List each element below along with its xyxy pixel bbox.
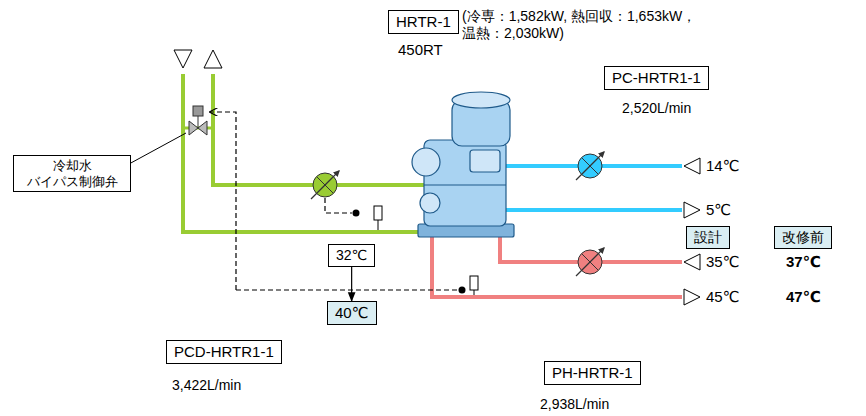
bypass-valve-part bbox=[193, 106, 203, 116]
column-header-box: 改修前 bbox=[774, 226, 832, 249]
chiller-unit-part bbox=[452, 92, 510, 108]
chilled-water-pipe-part bbox=[505, 208, 682, 212]
temperature-box: 40℃ bbox=[327, 301, 377, 325]
chiller-unit bbox=[412, 92, 514, 237]
callout-box: 冷却水 バイパス制御弁 bbox=[13, 155, 131, 192]
node-text: 冷却水 バイパス制御弁 bbox=[21, 158, 123, 189]
temperature-sensor-part bbox=[474, 290, 475, 295]
node-text: PH-HRTR-1 bbox=[552, 364, 633, 382]
temperature-label: 37℃ bbox=[786, 253, 821, 271]
temperature-sensor-part bbox=[470, 276, 478, 290]
condenser-pipe-part bbox=[183, 74, 426, 232]
condenser-pump-part bbox=[311, 171, 339, 199]
bypass-valve-part bbox=[198, 116, 199, 128]
node-text: 設計 bbox=[694, 229, 722, 246]
temperature-label: 47℃ bbox=[786, 288, 821, 306]
chiller-unit-part bbox=[424, 184, 506, 185]
hot-water-pump-part bbox=[576, 248, 604, 276]
signal-arrow bbox=[351, 267, 352, 301]
pump-name-box: PCD-HRTR1-1 bbox=[166, 340, 282, 364]
temperature-sensor-part bbox=[378, 220, 379, 230]
capacity-note: (冷専：1,582kW, 熱回収：1,653kW，温熱：2,030kW) bbox=[462, 8, 702, 42]
pipe-end-triangle-part bbox=[204, 50, 222, 68]
flow-rate: 3,422L/min bbox=[172, 377, 241, 394]
capacity-label: 450RT bbox=[398, 41, 443, 59]
control-signal-line-part bbox=[325, 198, 352, 213]
node-text: 改修前 bbox=[782, 229, 824, 246]
pipe-end-triangle-part bbox=[684, 289, 700, 305]
condenser-pipe-part bbox=[213, 74, 426, 185]
node-text: 40℃ bbox=[335, 304, 369, 322]
pipe-end-triangle-part bbox=[684, 254, 700, 270]
control-signal-line bbox=[210, 112, 458, 290]
bypass-valve bbox=[189, 106, 207, 135]
node-text: PC-HRTR1-1 bbox=[612, 69, 701, 87]
pump-name-box: PH-HRTR-1 bbox=[544, 361, 641, 385]
hot-water-pipe-part bbox=[432, 236, 682, 297]
hot-water-pipe bbox=[432, 236, 682, 297]
hot-water-pump bbox=[576, 248, 604, 276]
temperature-sensor-part bbox=[374, 206, 382, 220]
condenser-pipe bbox=[183, 74, 426, 232]
chiller-unit-part bbox=[412, 148, 440, 176]
chiller-unit-part bbox=[420, 193, 440, 213]
temperature-label: 35℃ bbox=[706, 253, 740, 271]
control-signal-line-part bbox=[210, 112, 236, 290]
chiller-unit-part bbox=[470, 150, 500, 172]
sensor-dot-part bbox=[353, 210, 360, 217]
node-text: HRTR-1 bbox=[396, 13, 451, 31]
pipe-end-triangle-part bbox=[174, 50, 192, 68]
flow-rate: 2,938L/min bbox=[540, 396, 609, 413]
control-signal-line-part bbox=[236, 289, 458, 290]
node-text: 32℃ bbox=[336, 247, 367, 264]
column-header-box: 設計 bbox=[686, 226, 730, 249]
condenser-pump bbox=[311, 171, 339, 199]
pipe-end-triangle-part bbox=[684, 158, 700, 174]
temperature-label: 5℃ bbox=[706, 201, 731, 219]
temperature-label: 14℃ bbox=[706, 157, 740, 175]
pump-name-box: PC-HRTR1-1 bbox=[604, 66, 709, 90]
node-text: PCD-HRTR1-1 bbox=[174, 343, 274, 361]
flow-rate: 2,520L/min bbox=[622, 100, 691, 117]
sensor-dot-part bbox=[459, 287, 466, 294]
unit-name-box: HRTR-1 bbox=[388, 10, 459, 34]
temperature-label: 45℃ bbox=[706, 288, 740, 306]
chilled-water-pump-part bbox=[576, 152, 604, 180]
pipe-end-triangle-part bbox=[684, 202, 700, 218]
chilled-water-pump bbox=[576, 152, 604, 180]
leader-line bbox=[129, 133, 186, 164]
temperature-box: 32℃ bbox=[328, 244, 375, 267]
